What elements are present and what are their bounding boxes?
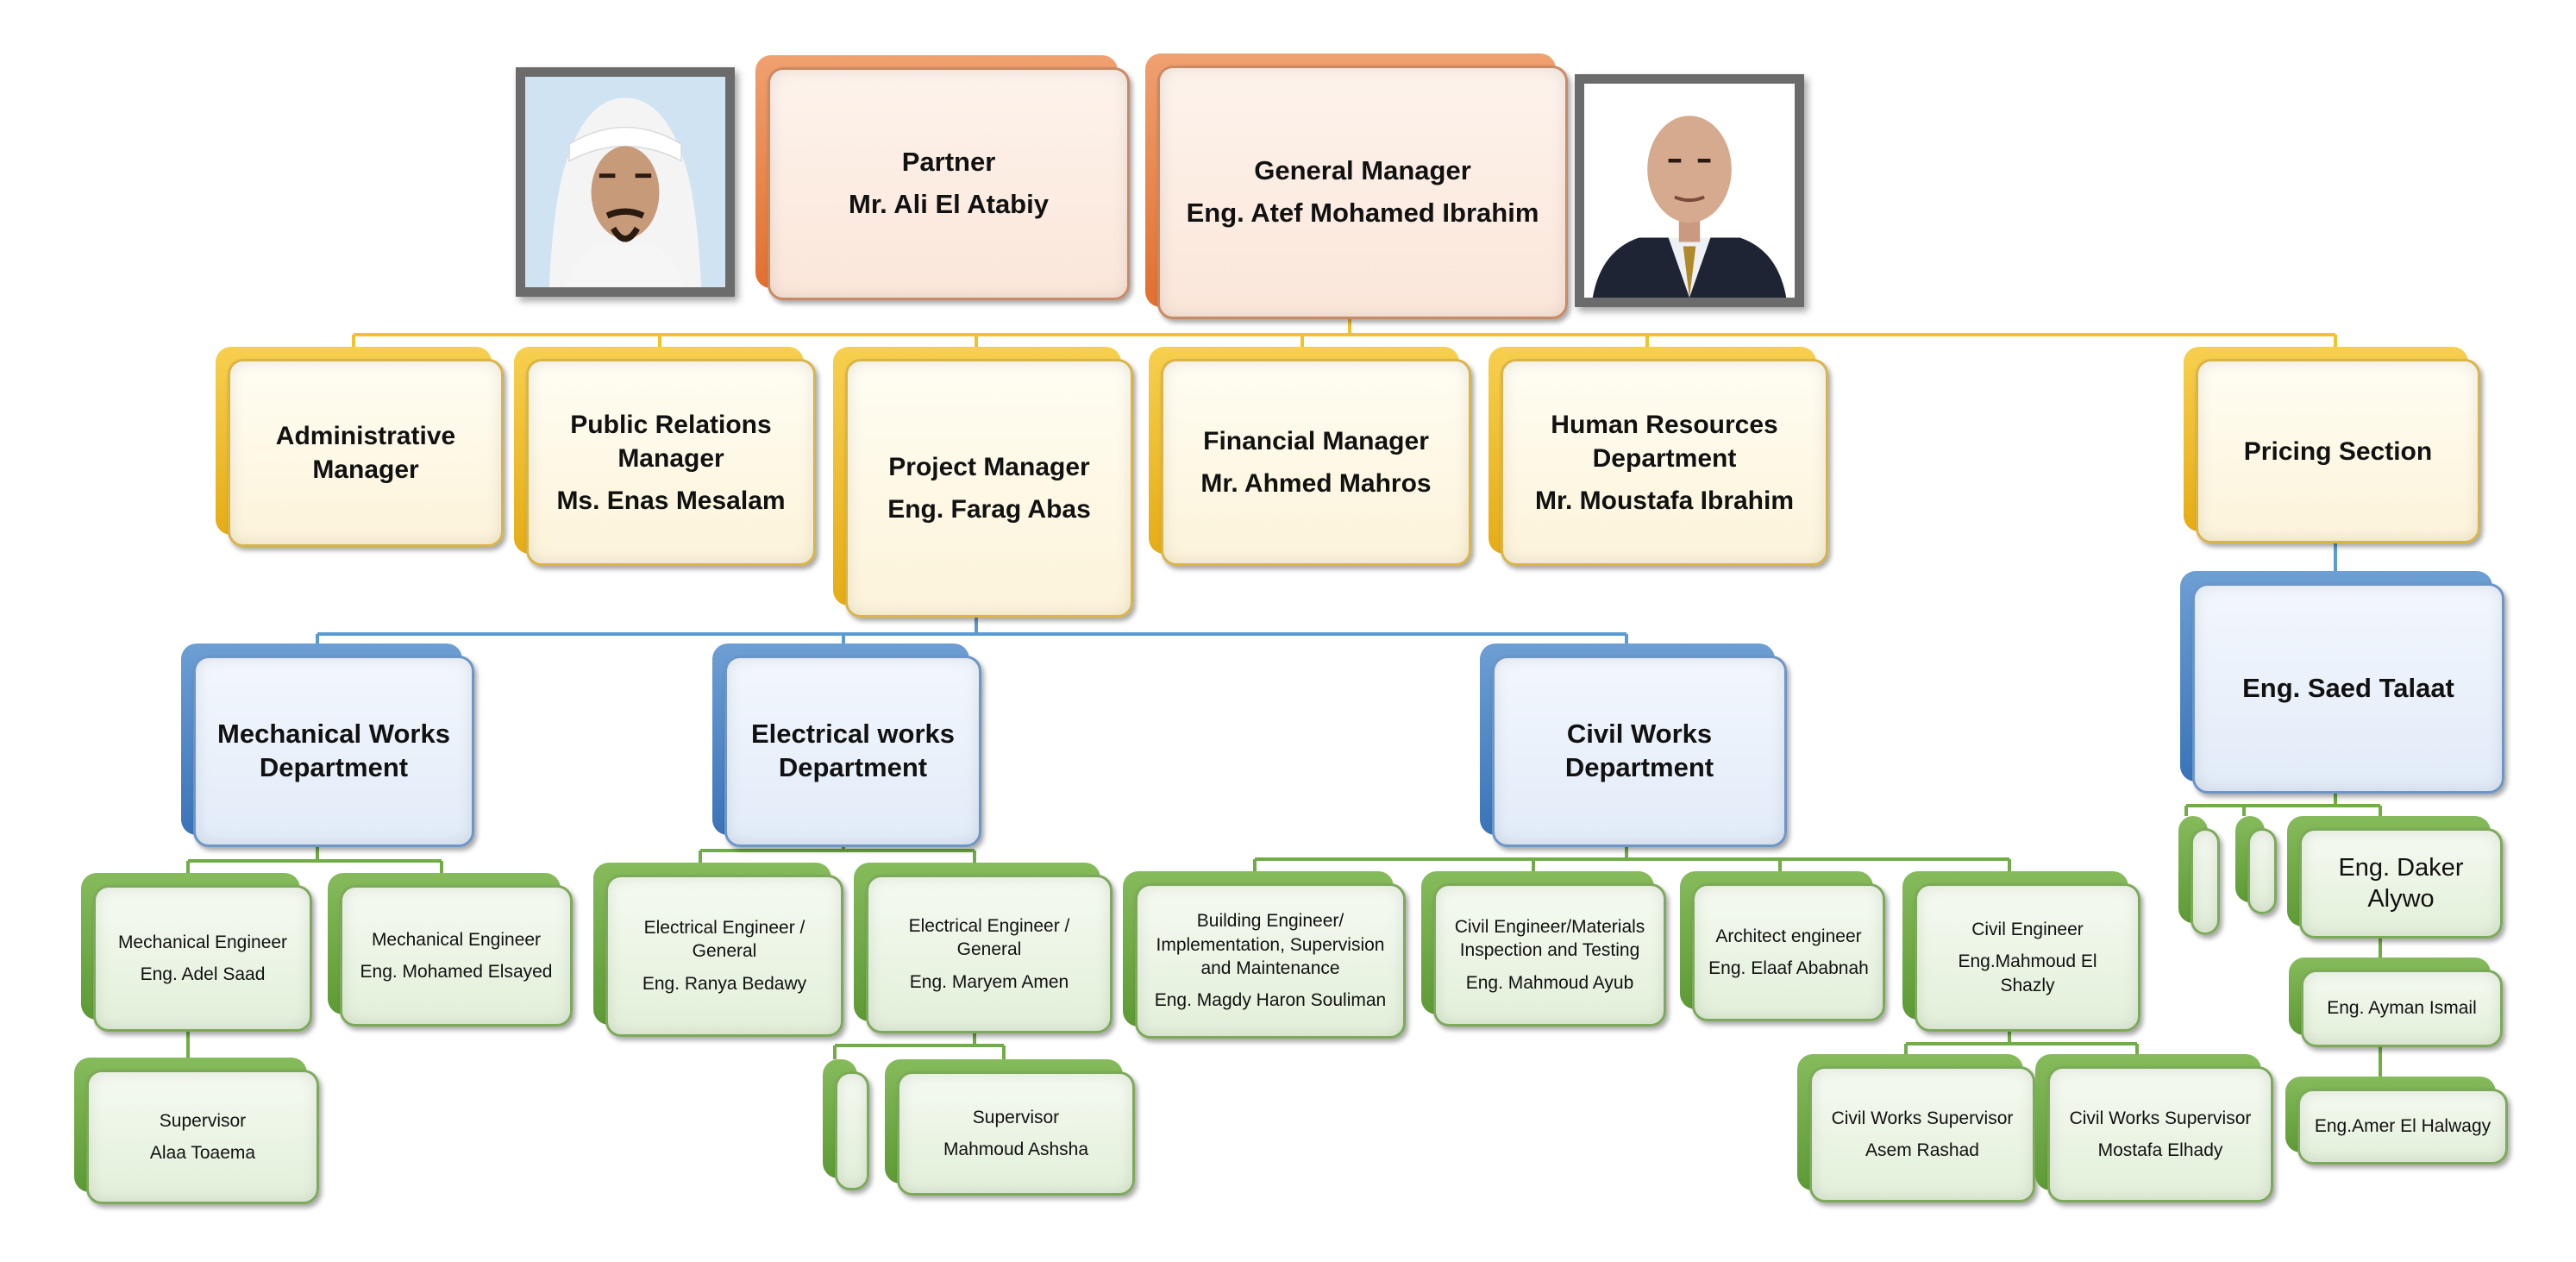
mech-engineer-1-name: Eng. Adel Saad [140, 964, 266, 984]
mechanical-department-title: Mechanical Works Department [217, 719, 450, 782]
public-relations-manager-title: Public Relations Manager [570, 410, 772, 473]
civil-engineer-box: Civil Engineer Eng.Mahmoud El Shazly [1902, 871, 2140, 1032]
elec-supervisor-name: Mahmoud Ashsha [943, 1140, 1089, 1159]
elec-empty-box [823, 1059, 869, 1190]
human-resources-title: Human Resources Department [1551, 410, 1778, 473]
connector-gm-to-managers [352, 319, 2337, 354]
civil-materials-engineer-title: Civil Engineer/Materials Inspection and … [1454, 917, 1645, 961]
civil-supervisor-2-box: Civil Works Supervisor Mostafa Elhady [2035, 1054, 2273, 1202]
mech-engineer-2-box: Mechanical Engineer Eng. Mohamed Elsayed [328, 873, 573, 1027]
civil-materials-engineer-name: Eng. Mahmoud Ayub [1465, 972, 1634, 993]
civil-engineer-title: Civil Engineer [1971, 920, 2084, 940]
civil-building-engineer-name: Eng. Magdy Haron Souliman [1154, 990, 1387, 1011]
pricing-daker-name: Eng. Daker Alywo [2338, 853, 2464, 913]
elec-supervisor-box: Supervisor Mahmoud Ashsha [885, 1059, 1135, 1196]
mechanical-department-box: Mechanical Works Department [181, 644, 474, 847]
public-relations-manager-name: Ms. Enas Mesalam [556, 486, 786, 515]
civil-architect-box: Architect engineer Eng. Elaaf Ababnah [1680, 871, 1885, 1021]
pricing-amer-name: Eng.Amer El Halwagy [2314, 1116, 2491, 1137]
civil-architect-title: Architect engineer [1715, 926, 1862, 946]
project-manager-title: Project Manager [888, 453, 1090, 481]
pricing-amer-box: Eng.Amer El Halwagy [2285, 1077, 2508, 1165]
connector-pricing [2184, 794, 2382, 1077]
elec-engineer-2-name: Eng. Maryem Amen [909, 971, 1069, 992]
pricing-ayman-name: Eng. Ayman Ismail [2327, 998, 2477, 1019]
elec-engineer-1-name: Eng. Ranya Bedawy [642, 973, 807, 994]
partner-photo [516, 67, 735, 297]
human-resources-box: Human Resources Department Mr. Moustafa … [1489, 347, 1828, 566]
project-manager-box: Project Manager Eng. Farag Abas [833, 347, 1133, 618]
human-resources-name: Mr. Moustafa Ibrahim [1534, 486, 1795, 515]
general-manager-title: General Manager [1254, 155, 1471, 186]
general-manager-photo [1575, 74, 1804, 307]
civil-building-engineer-box: Building Engineer/ Implementation, Super… [1123, 871, 1406, 1039]
pricing-section-box: Pricing Section [2184, 347, 2480, 543]
civil-architect-name: Eng. Elaaf Ababnah [1708, 958, 1869, 978]
partner-portrait-image [525, 77, 725, 287]
civil-engineer-name: Eng.Mahmoud El Shazly [1958, 951, 2097, 995]
connector-mechanical [186, 847, 443, 1058]
financial-manager-box: Financial Manager Mr. Ahmed Mahros [1149, 347, 1471, 566]
elec-engineer-1-title: Electrical Engineer / General [643, 918, 805, 962]
civil-department-title: Civil Works Department [1564, 719, 1714, 782]
civil-building-engineer-title: Building Engineer/ Implementation, Super… [1156, 911, 1385, 978]
elec-supervisor-title: Supervisor [972, 1107, 1060, 1127]
electrical-department-box: Electrical works Department [712, 644, 981, 847]
project-manager-name: Eng. Farag Abas [887, 495, 1091, 524]
financial-manager-name: Mr. Ahmed Mahros [1200, 469, 1432, 498]
civil-department-box: Civil Works Department [1480, 644, 1787, 847]
elec-engineer-1-box: Electrical Engineer / General Eng. Ranya… [593, 863, 843, 1037]
general-manager-portrait-image [1584, 84, 1795, 298]
elec-engineer-2-title: Electrical Engineer / General [908, 916, 1070, 960]
pricing-empty-box-1 [2178, 816, 2220, 935]
financial-manager-title: Financial Manager [1203, 427, 1429, 455]
mech-engineer-2-title: Mechanical Engineer [371, 929, 542, 950]
partner-name: Mr. Ali El Atabiy [849, 189, 1049, 219]
civil-materials-engineer-box: Civil Engineer/Materials Inspection and … [1421, 871, 1666, 1027]
mech-supervisor-title: Supervisor [159, 1110, 247, 1131]
civil-supervisor-1-box: Civil Works Supervisor Asem Rashad [1797, 1054, 2035, 1202]
pricing-section-title: Pricing Section [2243, 436, 2433, 466]
connector-civil [1253, 847, 2139, 1054]
administrative-manager-title: Administrative Manager [275, 422, 456, 484]
pricing-ayman-box: Eng. Ayman Ismail [2289, 957, 2503, 1047]
public-relations-manager-box: Public Relations Manager Ms. Enas Mesala… [514, 347, 816, 566]
partner-box: Partner Mr. Ali El Atabiy [755, 55, 1130, 300]
pricing-head-box: Eng. Saed Talaat [2180, 571, 2504, 794]
electrical-department-title: Electrical works Department [750, 719, 956, 782]
pricing-head-name: Eng. Saed Talaat [2242, 672, 2454, 703]
mech-supervisor-box: Supervisor Alaa Toaema [74, 1058, 319, 1204]
connector-pm-to-departments [316, 618, 1628, 649]
general-manager-box: General Manager Eng. Atef Mohamed Ibrahi… [1145, 53, 1568, 319]
civil-supervisor-1-name: Asem Rashad [1865, 1140, 1979, 1160]
pricing-empty-box-2 [2235, 816, 2277, 914]
administrative-manager-box: Administrative Manager [216, 347, 504, 547]
mech-engineer-1-title: Mechanical Engineer [117, 932, 288, 952]
civil-supervisor-1-title: Civil Works Supervisor [1831, 1108, 2014, 1128]
mech-supervisor-name: Alaa Toaema [149, 1143, 256, 1163]
civil-supervisor-2-name: Mostafa Elhady [2097, 1140, 2223, 1160]
connector-electrical [699, 847, 1006, 1059]
mech-engineer-1-box: Mechanical Engineer Eng. Adel Saad [81, 873, 312, 1032]
pricing-daker-box: Eng. Daker Alywo [2287, 816, 2503, 939]
mech-engineer-2-name: Eng. Mohamed Elsayed [360, 962, 553, 982]
partner-title: Partner [901, 147, 996, 178]
general-manager-name: Eng. Atef Mohamed Ibrahim [1186, 198, 1539, 228]
civil-supervisor-2-title: Civil Works Supervisor [2069, 1108, 2252, 1128]
elec-engineer-2-box: Electrical Engineer / General Eng. Marye… [854, 863, 1113, 1033]
